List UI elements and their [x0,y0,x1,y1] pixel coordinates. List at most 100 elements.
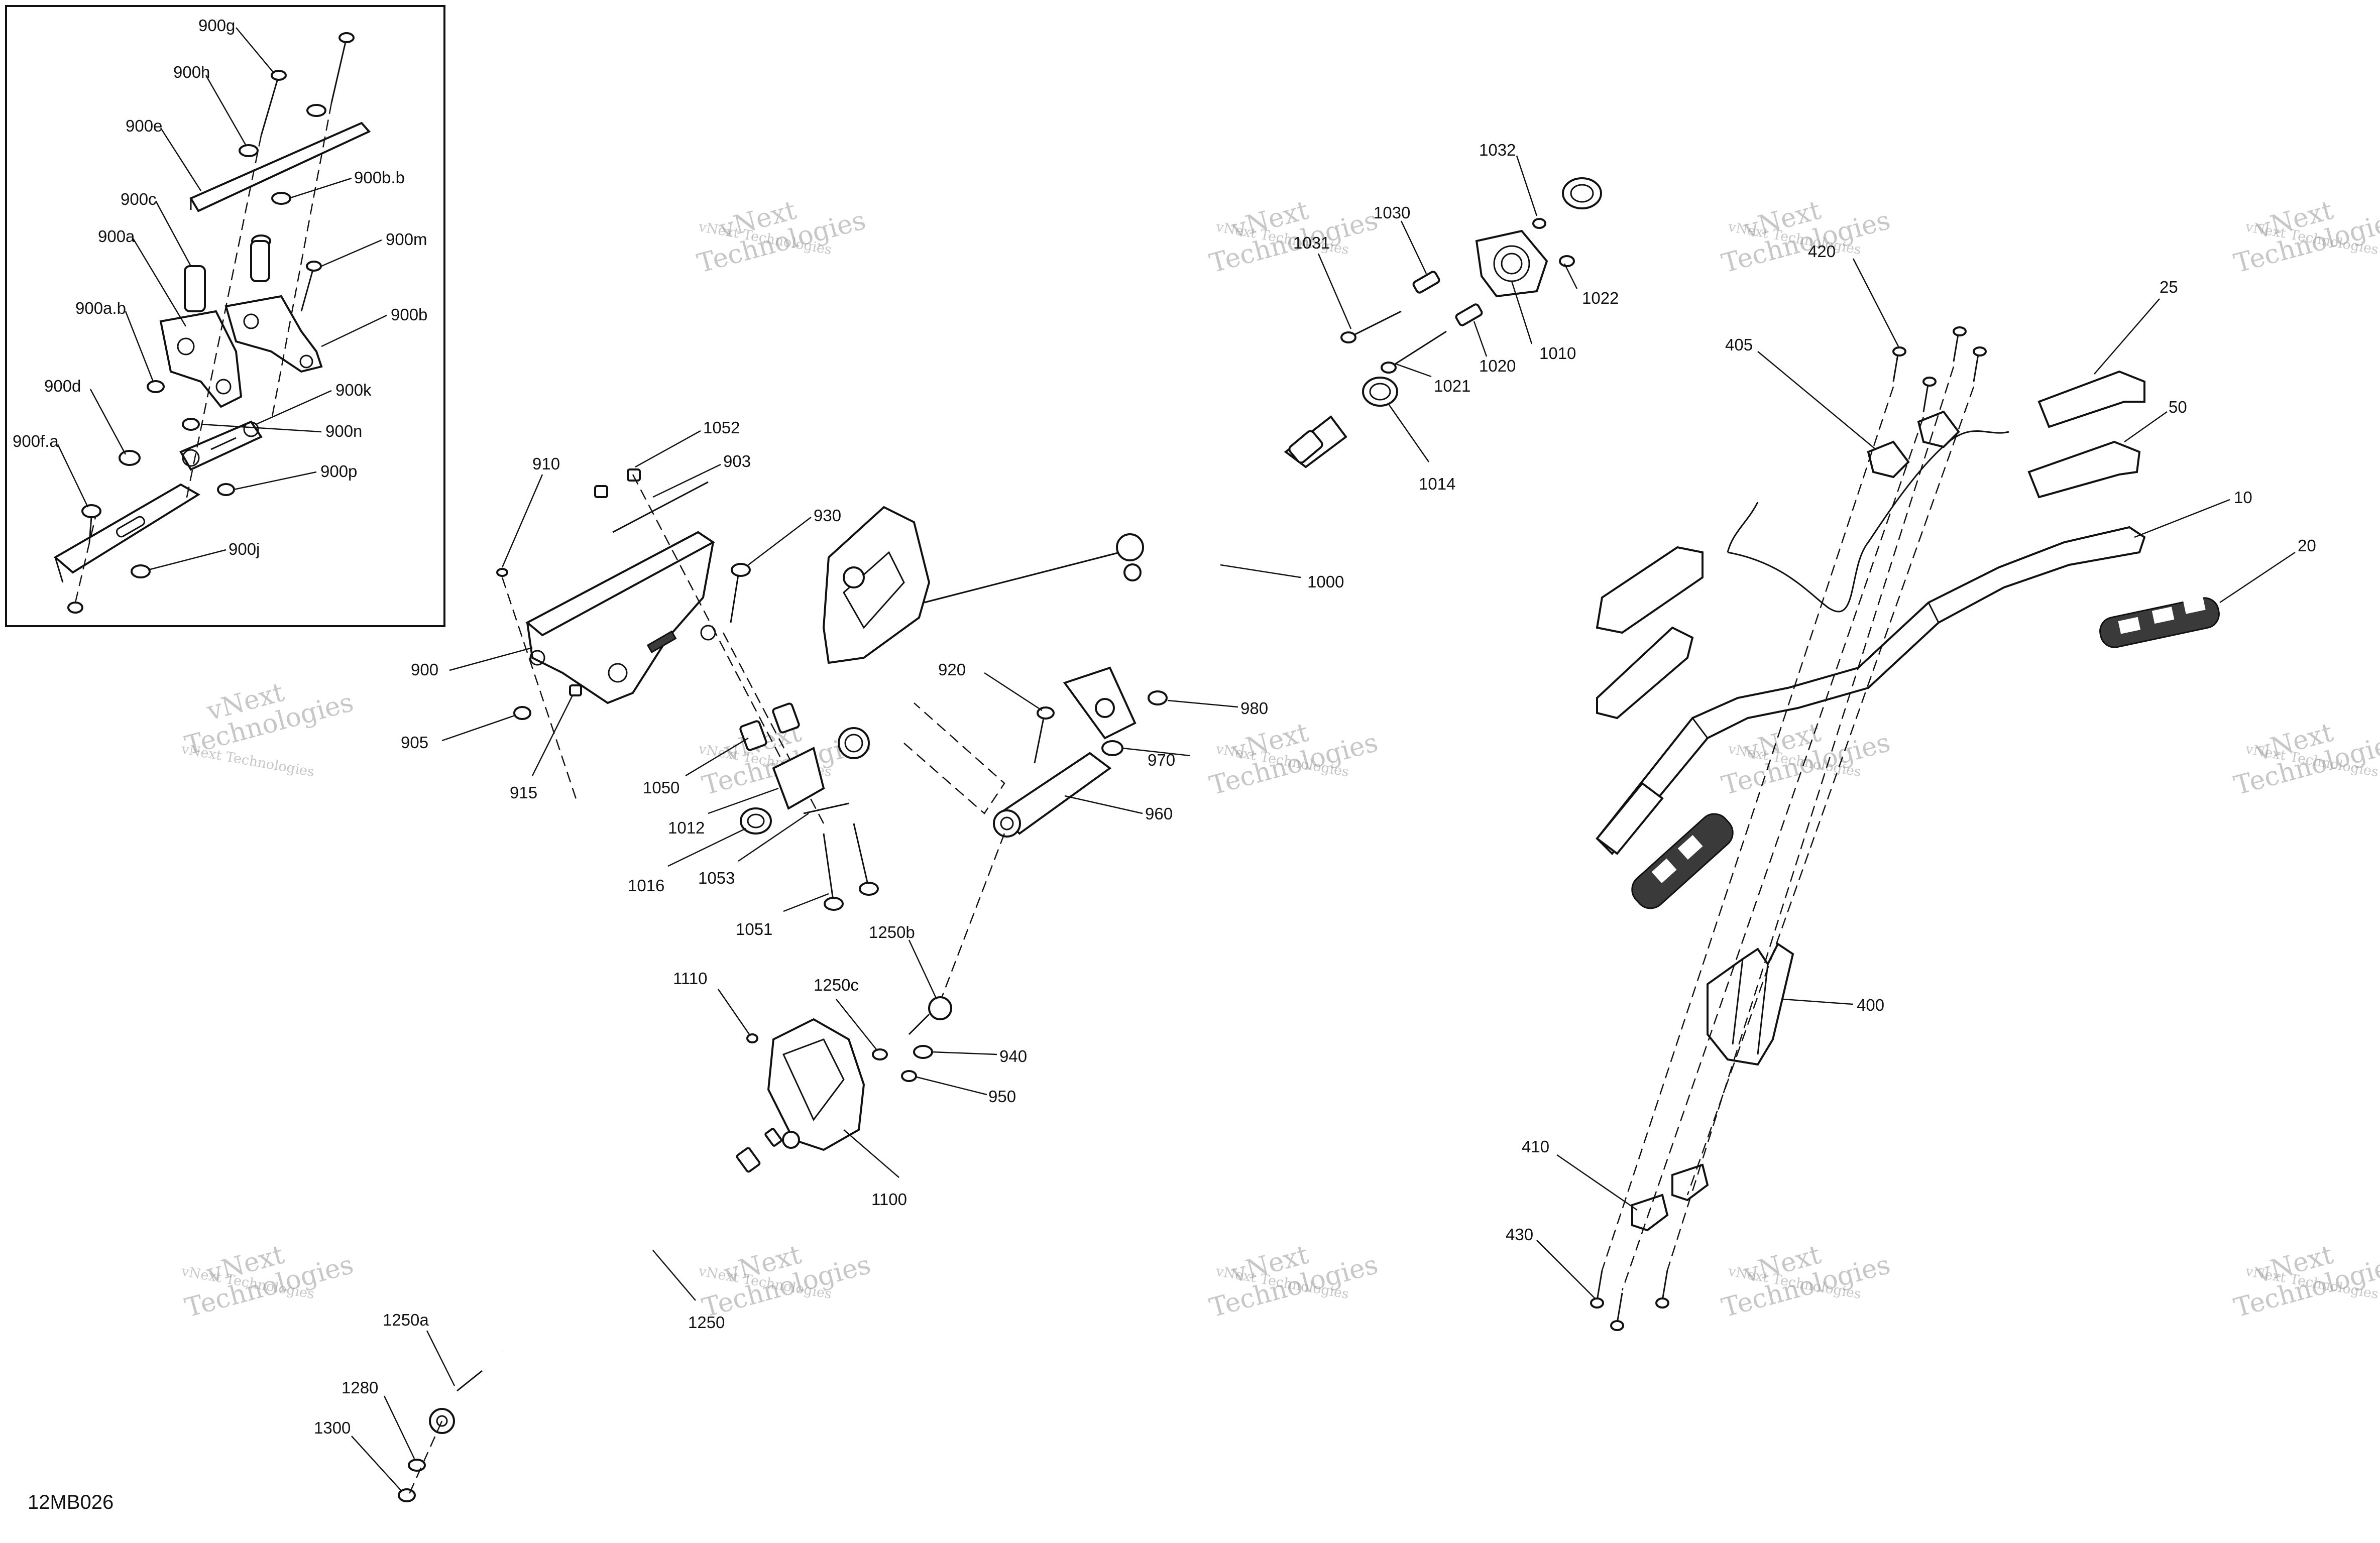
spacer-1030 [1412,271,1440,294]
upper-housing [822,506,931,664]
inset-washer-900ab [147,380,165,393]
label-1012: 1012 [668,818,705,837]
label-900a-b: 900a.b [75,299,126,317]
nut-1032b [1532,218,1546,229]
inset-nut [67,602,83,614]
spacer-1050b [772,702,800,734]
label-910: 910 [532,454,560,473]
diagram-code: 12MB026 [28,1491,114,1513]
label-970: 970 [1148,751,1175,769]
bolt-1031 [1340,310,1402,343]
steering-support-1010 [1475,229,1548,298]
label-1032: 1032 [1479,141,1516,159]
label-405: 405 [1725,335,1753,354]
label-1053: 1053 [698,869,735,887]
washer-1250c [872,1048,888,1060]
screws-420 [1892,326,1987,412]
handlebar-assembly [1590,326,2220,1331]
inset-washer [306,104,326,117]
label-930: 930 [814,506,841,525]
label-1052: 1052 [703,418,740,437]
clamp-420 [1917,410,1960,448]
label-900b-b: 900b.b [354,168,405,187]
bolts-430 [1590,1270,1669,1331]
lower-clamp-410a [1631,1194,1669,1232]
label-1051: 1051 [736,920,772,938]
label-1022: 1022 [1582,289,1619,307]
riser-400 [1707,942,1794,1066]
watermarks: vNext Technologies vNext Technologies vN… [180,195,2380,1324]
bushing-1014 [1362,377,1398,407]
label-1010: 1010 [1539,344,1576,363]
grip-50 [2027,440,2141,499]
inset-bolt-900m [300,261,322,312]
wiring-harness [1727,430,2009,613]
inset-washer [239,144,259,157]
ball-joint-1250b [908,996,952,1035]
inset-link-900k [179,420,263,471]
bolt-930 [730,563,751,623]
label-1250c: 1250c [814,976,859,994]
label-900c: 900c [121,190,157,208]
grip-20 [2099,597,2220,648]
inset-bracket-900b [224,295,323,373]
inset-washer-900d [119,450,141,466]
screw-910 [496,568,579,804]
washer-940 [913,1045,933,1059]
label-903: 903 [723,452,751,470]
spacer-1050 [739,720,767,751]
label-1250: 1250 [688,1313,725,1332]
label-1021: 1021 [1434,377,1470,395]
label-960: 960 [1145,804,1173,823]
label-915: 915 [510,783,537,802]
inset-bolt-900h [330,32,355,103]
label-1100: 1100 [871,1190,907,1209]
label-50: 50 [2169,398,2187,416]
label-1250a: 1250a [383,1311,429,1329]
washer-970 [1101,740,1123,756]
steering-column-1000 [1063,415,1347,740]
label-900d: 900d [44,377,81,395]
nut-950 [901,1070,917,1082]
nut-980 [1148,690,1168,705]
inset-spacer-900c [184,265,206,312]
inset-spacer [250,240,270,282]
label-400: 400 [1857,996,1884,1014]
inset-frame [5,5,445,627]
nut-1052 [594,468,641,498]
label-1250b: 1250b [869,923,915,941]
label-900: 900 [411,660,438,679]
label-1050: 1050 [643,778,679,797]
nut-1300 [398,1488,416,1502]
inset-washer [271,192,291,205]
bolt-1021 [1381,330,1447,374]
label-25: 25 [2160,278,2178,296]
callouts: 910 1052 903 930 900 905 915 1050 1012 1… [314,141,2316,1492]
grip-left-heated [1631,813,1734,909]
label-20: 20 [2298,536,2316,555]
label-1000: 1000 [1307,572,1344,591]
bolt-920 [1034,706,1055,764]
label-905: 905 [401,733,428,752]
svg-text:vNext Technologies: vNext Technologies [180,741,316,780]
label-900j: 900j [229,540,260,558]
label-1020: 1020 [1479,357,1516,375]
label-900p: 900p [320,462,357,481]
clamp-1012 [772,747,825,810]
inset-nut-900j [131,564,151,578]
inset-top-plate [189,122,371,212]
label-940: 940 [999,1047,1027,1065]
inset-bolt-900g [260,70,287,136]
nut-1110 [746,1033,758,1043]
label-900n: 900n [325,422,362,440]
label-430: 430 [1506,1225,1533,1244]
nut-1022 [1559,255,1575,267]
label-900m: 900m [386,230,427,249]
inset-detail: 900g 900h 900e 900c 900a 900a.b 900d 900… [5,5,445,627]
inset-slot [116,516,146,538]
label-980: 980 [1240,699,1268,718]
nut-905 [513,706,531,720]
lower-clamp-410b [1671,1163,1709,1202]
label-900a: 900a [98,227,135,246]
inset-bolt-900fa [81,504,101,543]
